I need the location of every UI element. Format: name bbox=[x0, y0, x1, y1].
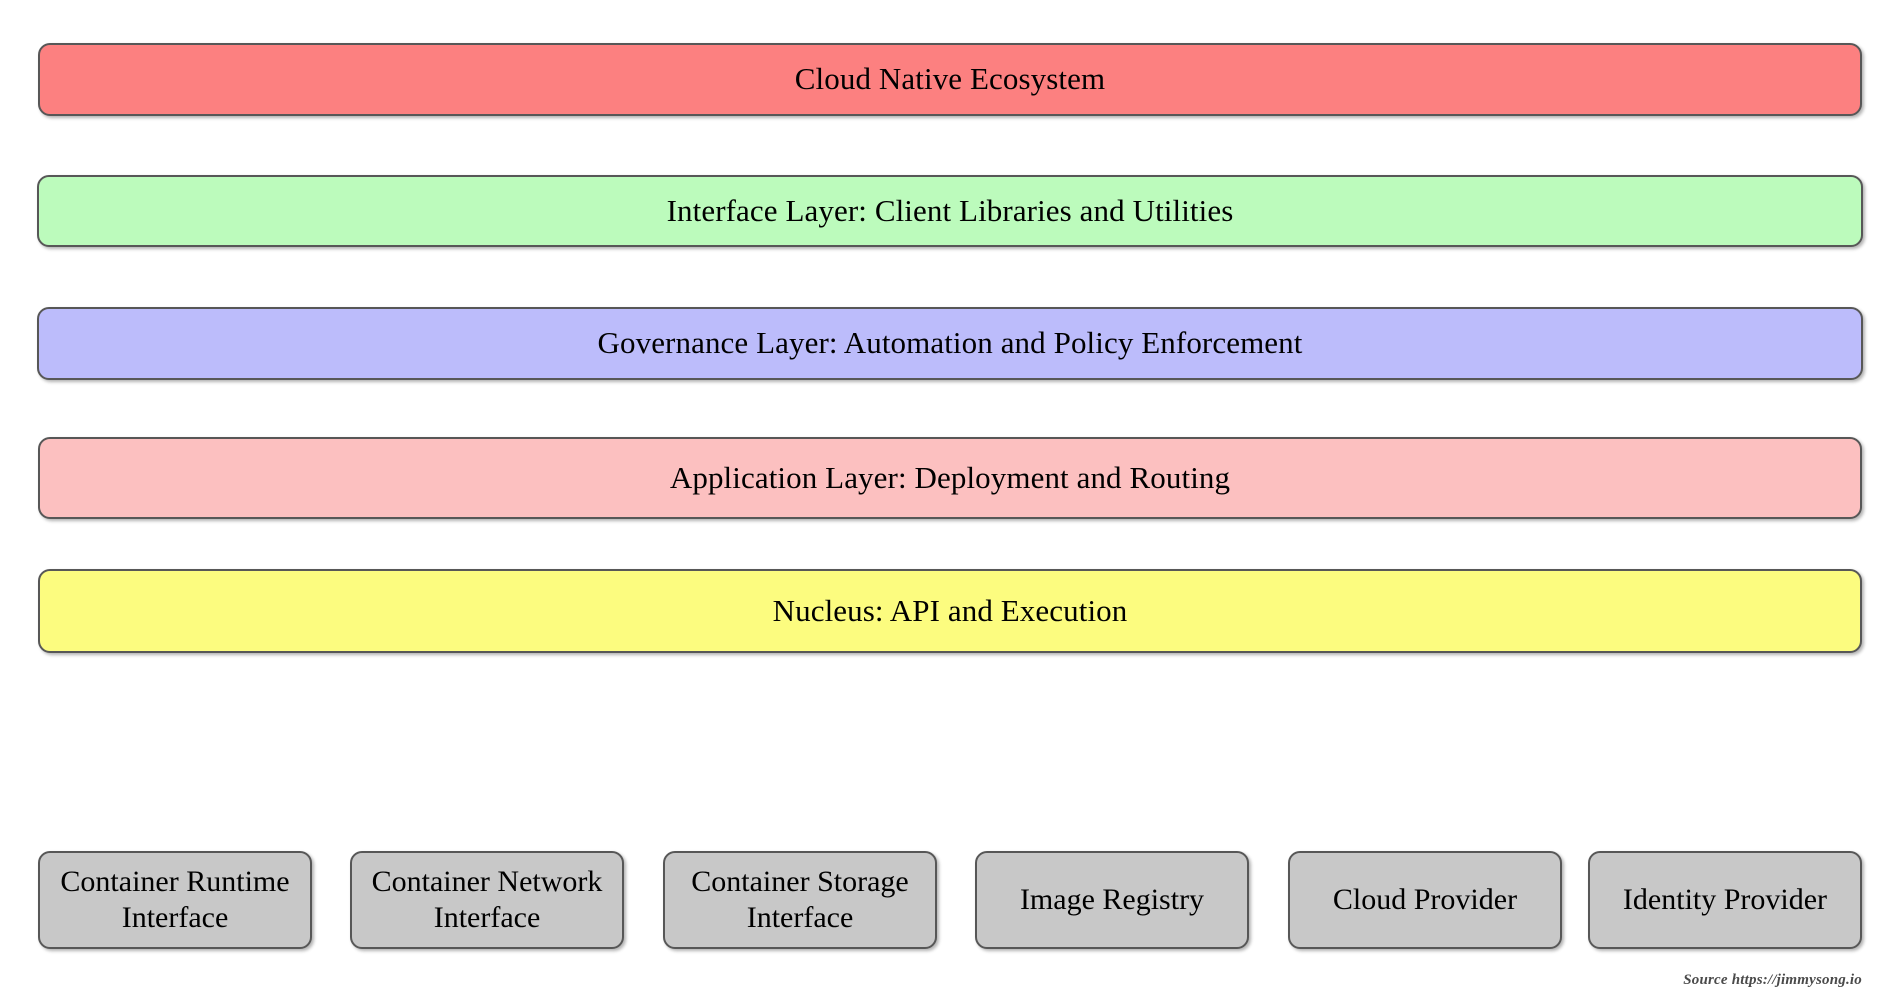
layer-label-application-layer: Application Layer: Deployment and Routin… bbox=[669, 459, 1231, 495]
foundation-box-identity-provider: Identity Provider bbox=[1588, 851, 1862, 949]
layer-label-cloud-native-ecosystem: Cloud Native Ecosystem bbox=[794, 61, 1106, 97]
layer-label-interface-layer: Interface Layer: Client Libraries and Ut… bbox=[666, 192, 1234, 228]
foundation-label-image-registry: Image Registry bbox=[1019, 883, 1205, 916]
layer-box-interface-layer: Interface Layer: Client Libraries and Ut… bbox=[37, 175, 1863, 247]
layer-box-application-layer: Application Layer: Deployment and Routin… bbox=[38, 437, 1862, 519]
layer-box-governance-layer: Governance Layer: Automation and Policy … bbox=[37, 307, 1863, 380]
foundation-label-container-storage-interface: Container Storage Interface bbox=[691, 865, 909, 934]
foundation-row: Container Runtime Interface Container Ne… bbox=[0, 851, 1898, 949]
foundation-box-cloud-provider: Cloud Provider bbox=[1288, 851, 1562, 949]
foundation-box-container-runtime-interface: Container Runtime Interface bbox=[38, 851, 312, 949]
foundation-box-container-network-interface: Container Network Interface bbox=[350, 851, 624, 949]
foundation-label-cloud-provider: Cloud Provider bbox=[1332, 883, 1518, 916]
foundation-label-container-network-interface: Container Network Interface bbox=[371, 865, 603, 934]
layer-box-cloud-native-ecosystem: Cloud Native Ecosystem bbox=[38, 43, 1862, 116]
foundation-box-image-registry: Image Registry bbox=[975, 851, 1249, 949]
foundation-label-container-runtime-interface: Container Runtime Interface bbox=[60, 865, 290, 934]
foundation-label-identity-provider: Identity Provider bbox=[1622, 883, 1828, 916]
layer-label-governance-layer: Governance Layer: Automation and Policy … bbox=[597, 325, 1303, 361]
source-attribution: Source https://jimmysong.io bbox=[1683, 972, 1862, 988]
layer-box-nucleus-layer: Nucleus: API and Execution bbox=[38, 569, 1862, 653]
layer-label-nucleus-layer: Nucleus: API and Execution bbox=[772, 592, 1128, 628]
foundation-box-container-storage-interface: Container Storage Interface bbox=[663, 851, 937, 949]
